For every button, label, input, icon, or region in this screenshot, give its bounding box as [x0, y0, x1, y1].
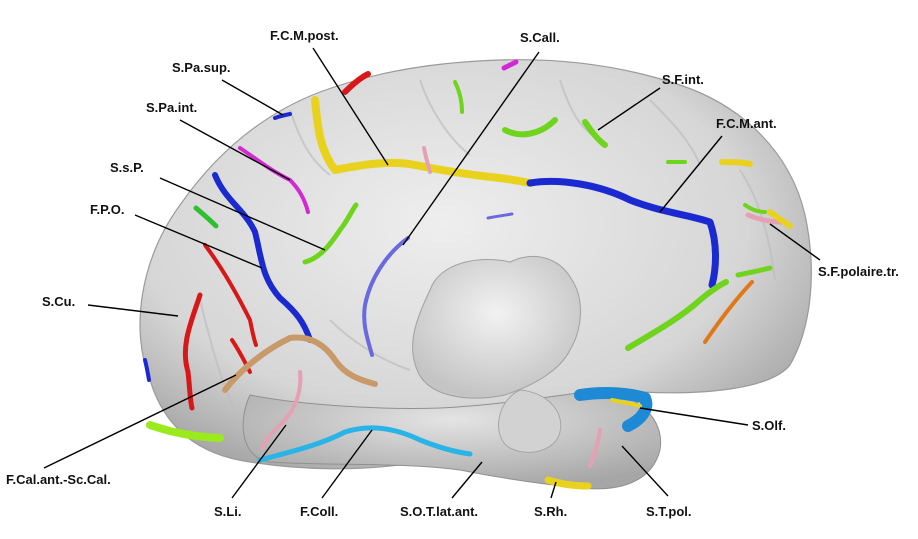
sulcus-lightgreen-post [146, 421, 224, 442]
leader-fcal [43, 374, 237, 469]
sulcus-green-frontal-3 [743, 203, 767, 214]
sulci [143, 59, 793, 490]
sulcus-li [260, 370, 303, 450]
leader-s-t-pol [621, 445, 669, 497]
leader-s-pa-sup [221, 79, 284, 116]
label-fpo: F.P.O. [90, 202, 124, 217]
sulcus-blue-post [143, 358, 151, 382]
label-s-rh: S.Rh. [534, 504, 567, 519]
sulcus-fcm-post [311, 96, 534, 187]
label-s-s-p: S.s.P. [110, 160, 144, 175]
leader-s-f-int [597, 87, 661, 131]
leader-fcm-post [312, 47, 389, 166]
leader-fcm-ant [659, 135, 723, 213]
sulcus-f-int [502, 117, 558, 138]
label-s-olf: S.Olf. [752, 418, 786, 433]
midbrain-lower [498, 389, 562, 453]
sulcus-f-coll [257, 425, 473, 463]
sulcus-green-top [453, 80, 464, 114]
sulcus-yellow-frontal [719, 159, 753, 167]
label-s-cu: S.Cu. [42, 294, 75, 309]
label-s-call: S.Call. [520, 30, 560, 45]
sulcus-cu [182, 292, 203, 411]
sulcus-magenta-top [501, 59, 519, 71]
sulcus-call-2 [486, 212, 514, 220]
sulcus-olf-yellow [610, 398, 642, 408]
leader-s-f-polaire [769, 223, 821, 261]
leader-f-coll [321, 429, 373, 499]
leader-s-s-p [159, 177, 326, 251]
label-s-ot: S.O.T.lat.ant. [400, 504, 478, 519]
sulcus-red-2 [203, 243, 258, 347]
sulcus-blue-pa-sup [273, 112, 292, 120]
label-s-pa-int: S.Pa.int. [146, 100, 197, 115]
sulcus-fcal [222, 334, 378, 393]
label-s-f-polaire: S.F.polaire.tr. [818, 264, 899, 279]
leader-lines [43, 47, 821, 499]
sulcus-red-3 [230, 338, 252, 374]
sulcus-f-int-2 [582, 119, 608, 148]
sulcus-fcm-ant [526, 177, 719, 289]
label-s-li: S.Li. [214, 504, 241, 519]
sulcus-fpo [212, 172, 313, 343]
leader-s-cu [87, 304, 179, 317]
sulcus-red-top [342, 71, 371, 95]
label-s-pa-sup: S.Pa.sup. [172, 60, 231, 75]
label-fcal: F.Cal.ant.-Sc.Cal. [6, 472, 111, 487]
leader-fpo [134, 214, 263, 269]
leader-s-ot [451, 461, 483, 499]
leader-s-rh [550, 481, 557, 499]
label-s-f-int: S.F.int. [662, 72, 704, 87]
sulcus-yellow-frontal-2 [767, 209, 793, 229]
leader-s-pa-int [179, 119, 291, 181]
leader-s-call [402, 51, 540, 246]
sulcus-green-frontal-2 [735, 265, 773, 278]
label-fcm-post: F.C.M.post. [270, 28, 339, 43]
sulcus-call [362, 236, 410, 357]
sulcus-rh [544, 476, 592, 490]
labels: F.C.M.post. S.Call. S.Pa.sup. S.F.int. S… [6, 28, 899, 519]
label-s-t-pol: S.T.pol. [646, 504, 692, 519]
sulcus-pink-small [422, 146, 432, 174]
sulcus-t-pol [588, 428, 602, 468]
label-f-coll: F.Coll. [300, 504, 338, 519]
label-fcm-ant: F.C.M.ant. [716, 116, 777, 131]
sulcus-orange [703, 280, 754, 344]
sulcus-olf [574, 387, 653, 432]
leader-s-olf [639, 407, 749, 426]
sulcus-green-post-2 [193, 205, 219, 229]
leader-s-li [231, 424, 287, 499]
sulcus-green-frontal [625, 279, 729, 351]
midbrain-structure [412, 255, 581, 399]
sulcus-ssp [302, 202, 359, 265]
